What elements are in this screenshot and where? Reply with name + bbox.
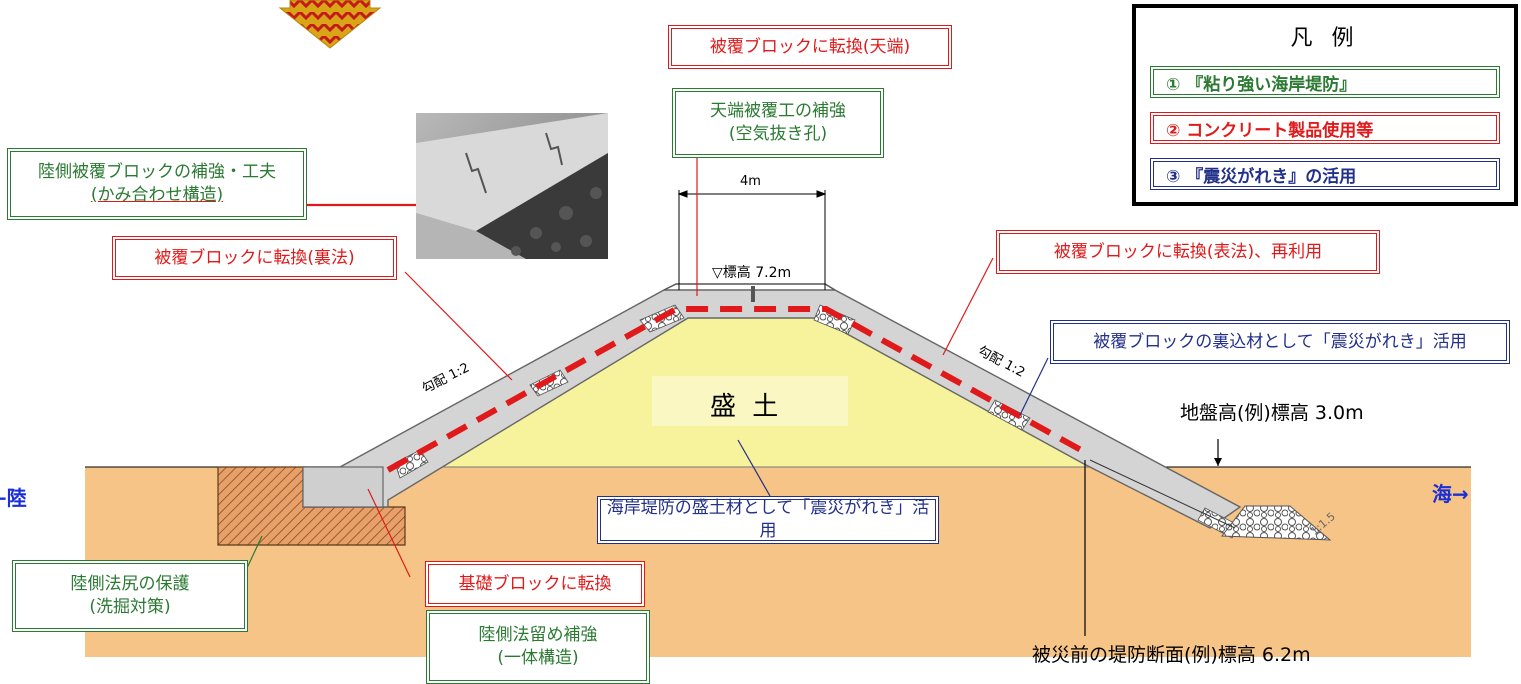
sea-side-label: 海→ — [1432, 482, 1469, 506]
crown-reinforce-line1: 天端被覆工の補強 — [710, 101, 846, 122]
legend-item-concrete: ② コンクリート製品使用等 — [1150, 112, 1500, 144]
width-dimension — [677, 190, 827, 290]
air-vent — [751, 286, 755, 302]
callout-crown-reinforce: 天端被覆工の補強 (空気抜き孔) — [672, 88, 884, 158]
fill-label: 盛 土 — [710, 392, 783, 422]
legend-item-rubble-label: ③ 『震災がれき』の活用 — [1166, 166, 1357, 187]
callout-fill-rubble: 海岸堤防の盛土材として「震災がれき」活用 — [597, 496, 939, 544]
legend-item-rubble: ③ 『震災がれき』の活用 — [1150, 158, 1500, 190]
legend-item-concrete-label: ② コンクリート製品使用等 — [1166, 120, 1374, 141]
ground-elevation-label: 地盤高(例)標高 3.0m — [1180, 402, 1364, 424]
legend-item-robust-label: ① 『粘り強い海岸堤防』 — [1166, 74, 1357, 95]
callout-crown-block: 被覆ブロックに転換(天端) — [668, 25, 952, 69]
front-slope-text: 被覆ブロックに転換(表法)、再利用 — [1053, 241, 1323, 262]
backfill-rubble-text: 被覆ブロックの裏込材として「震災がれき」活用 — [1093, 331, 1467, 352]
fill-rubble-text: 海岸堤防の盛土材として「震災がれき」活用 — [606, 498, 930, 541]
armor-block-dashline — [386, 306, 1092, 473]
callout-land-block: 陸側被覆ブロックの補強・工夫 (かみ合わせ構造) — [7, 148, 307, 220]
callout-crown-block-text: 被覆ブロックに転換(天端) — [709, 36, 911, 57]
down-arrow-icon — [278, 0, 382, 49]
fill-label-box — [652, 376, 848, 426]
callout-back-slope: 被覆ブロックに転換(裏法) — [112, 236, 397, 280]
land-block-line1: 陸側被覆ブロックの補強・工夫 — [38, 162, 276, 183]
back-slope-text: 被覆ブロックに転換(裏法) — [154, 247, 355, 268]
land-side-label: ←陸 — [0, 486, 27, 510]
riprap — [1221, 505, 1332, 541]
callout-front-slope: 被覆ブロックに転換(表法)、再利用 — [996, 230, 1380, 274]
toe-protect-line2: (洗掘対策) — [89, 597, 171, 617]
legend-item-robust: ① 『粘り強い海岸堤防』 — [1150, 66, 1500, 98]
crown-reinforce-line2: (空気抜き孔) — [728, 124, 828, 144]
toe-stop-line2: (一体構造) — [497, 648, 579, 668]
interlocking-block-photo — [416, 113, 608, 259]
crest-cap — [663, 283, 836, 291]
callout-foundation-block: 基礎ブロックに転換 — [425, 561, 645, 607]
toe-stop-line1: 陸側法留め補強 — [478, 625, 598, 646]
foundation-block-text: 基礎ブロックに転換 — [458, 573, 612, 594]
callout-toe-stop: 陸側法留め補強 (一体構造) — [426, 610, 650, 684]
crest-elevation-label: ▽標高 7.2m — [712, 265, 792, 281]
land-footing — [302, 466, 384, 508]
original-profile-label: 被災前の堤防断面(例)標高 6.2m — [1032, 644, 1311, 666]
callout-backfill-rubble: 被覆ブロックの裏込材として「震災がれき」活用 — [1050, 320, 1510, 364]
former-profile-line — [1089, 459, 1236, 529]
toe-protect-line1: 陸側法尻の保護 — [70, 574, 190, 595]
land-block-line2: (かみ合わせ構造) — [90, 185, 224, 205]
legend-title: 凡 例 — [1290, 26, 1360, 51]
callout-toe-protect: 陸側法尻の保護 (洗掘対策) — [12, 560, 248, 632]
width-label: 4m — [740, 174, 761, 189]
legend: 凡 例 ① 『粘り強い海岸堤防』 ② コンクリート製品使用等 ③ 『震災がれき』… — [1132, 4, 1518, 206]
